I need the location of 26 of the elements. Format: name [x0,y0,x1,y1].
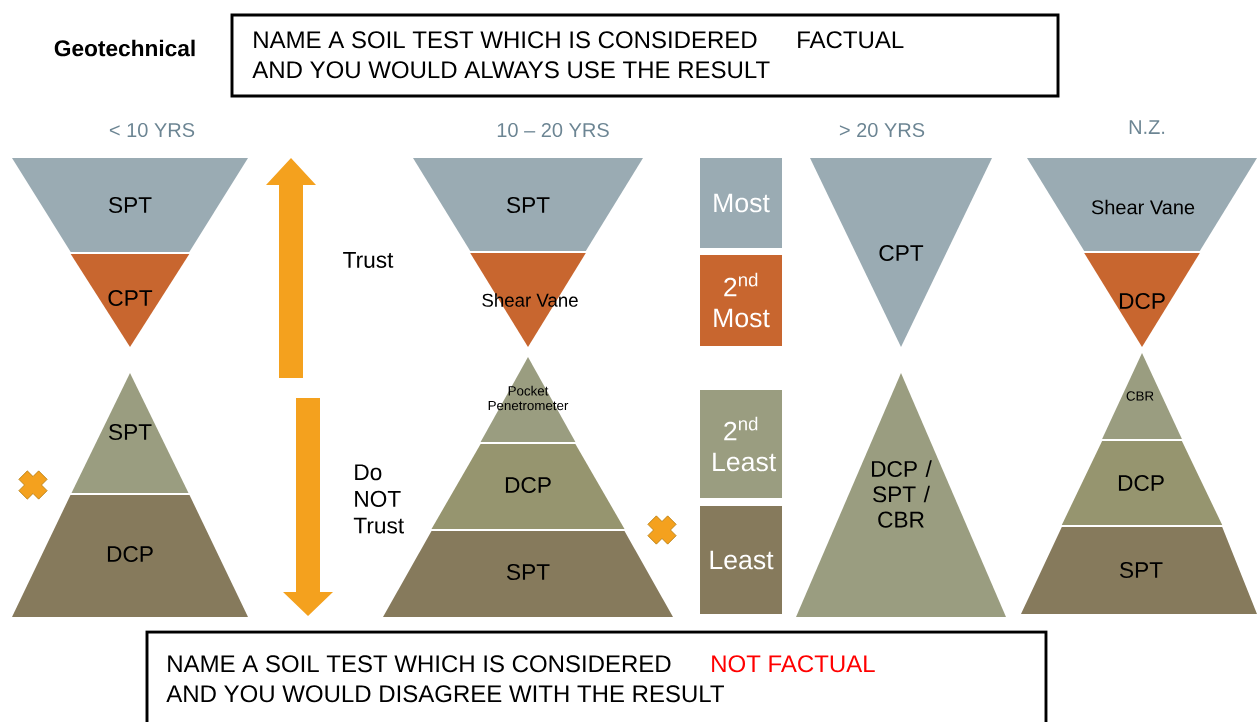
column-header: N.Z. [1129,120,1165,134]
pyramid-band: SPT [1021,527,1257,614]
question-box: NAME A SOIL TEST WHICH IS CONSIDERED NOT FACTUAL AND YOU WOULD DISAGREE WITH THE RESULT [145,630,1048,722]
rating-box: 2$^{nd}$ Most [700,255,782,346]
rating-box: 2$^{nd}$ Least [700,390,782,498]
funnel-band: SPT [413,158,643,251]
pyramid-band: CBR [1102,353,1182,439]
column-header: < 10 YRS [109,122,195,138]
column-header: 10 – 20 YRS [497,122,609,138]
rating-box: Most [700,158,782,248]
title: Geotechnical [54,39,195,57]
question-box: NAME A SOIL TEST WHICH IS CONSIDERED FACTUAL AND YOU WOULD ALWAYS USE THE RESULT [230,13,1060,98]
pyramid-band: SPT [71,373,189,493]
trust-label: Do NOT Trust [353,464,404,534]
pyramid-band: DCP [431,444,625,529]
funnel-band: CPT [810,158,992,347]
column-header: > 20 YRS [839,122,925,138]
funnel-band: CPT [70,254,190,347]
pyramid-band: DCP / SPT / CBR [796,373,1006,617]
funnel-band: Shear Vane [1027,158,1257,251]
funnel-band: DCP [1084,253,1200,347]
trust-label: Trust [343,252,394,268]
pyramid-band: DCP [12,495,248,617]
funnel-band: SPT [12,158,248,252]
rating-box: Least [700,506,782,614]
pyramid-band: DCP [1061,441,1223,525]
